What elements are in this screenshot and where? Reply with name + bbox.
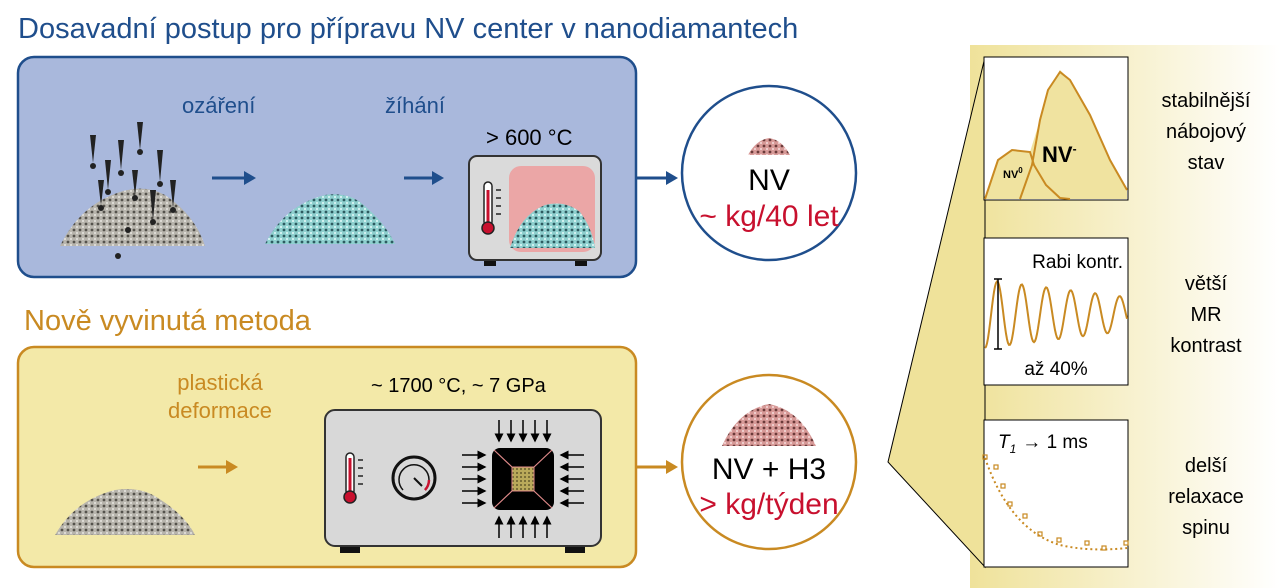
svg-text:T1→ 1 ms: T1→ 1 ms	[998, 432, 1088, 456]
benefit-3-line3: spinu	[1182, 517, 1230, 539]
thermometer-icon	[343, 452, 363, 504]
press-conditions: ~ 1700 °C, ~ 7 GPa	[371, 375, 547, 397]
rabi-label: Rabi kontr.	[1032, 252, 1123, 273]
old-result-circle	[680, 84, 858, 262]
pressure-gauge-icon	[391, 455, 437, 501]
rabi-contrast-panel: Rabi kontr. až 40%	[983, 237, 1129, 386]
irradiated-cyan-pile	[265, 194, 395, 244]
annealing-temperature: > 600 °C	[486, 125, 573, 150]
title-old: Dosavadní postup pro přípravu NV center …	[18, 13, 798, 45]
svg-text:NV0: NV0	[1003, 166, 1023, 181]
arrow-head-5	[666, 460, 678, 474]
benefit-3-line2: relaxace	[1168, 486, 1244, 508]
nv-diamond-pile-small	[748, 138, 790, 155]
benefit-1-line1: stabilnější	[1162, 90, 1251, 112]
svg-text:NV-: NV-	[1042, 142, 1077, 167]
benefit-2-line1: větší	[1185, 273, 1228, 295]
nv-zero-label: NV	[1003, 169, 1019, 181]
t1-value: → 1 ms	[1022, 432, 1087, 453]
arrow-head-1	[244, 171, 256, 185]
furnace	[468, 155, 602, 266]
arrow-head-3	[666, 171, 678, 185]
nv-diamond-pile-large	[722, 404, 816, 446]
title-new: Nově vyvinutá metoda	[24, 305, 312, 337]
benefit-2-line3: kontrast	[1170, 335, 1242, 357]
zoom-wedge	[887, 56, 986, 569]
step-deformation-line2: deformace	[168, 398, 272, 423]
irradiated-diamond-pile	[60, 122, 205, 259]
benefit-1-line2: nábojový	[1166, 121, 1246, 143]
benefit-2-line2: MR	[1190, 304, 1221, 326]
step-deformation-line1: plastická	[177, 370, 263, 395]
arrow-head-4	[226, 460, 238, 474]
t1-symbol: T	[998, 432, 1011, 453]
rabi-contrast-value: až 40%	[1024, 359, 1087, 380]
anvil-cell	[462, 420, 584, 538]
thermometer-icon	[481, 181, 501, 235]
old-result-label: NV	[748, 164, 790, 197]
arrow-head-2	[432, 171, 444, 185]
benefit-1-line3: stav	[1188, 152, 1225, 174]
charge-state-panel: NV- NV0	[983, 56, 1129, 201]
new-result-circle	[680, 373, 858, 551]
new-result-label: NV + H3	[712, 453, 826, 486]
old-result-rate: ~ kg/40 let	[699, 200, 839, 233]
raw-diamond-pile	[55, 489, 195, 535]
t1-relaxation-panel: T1→ 1 ms	[982, 419, 1129, 568]
new-result-rate: > kg/týden	[699, 488, 838, 521]
step-irradiation: ozáření	[182, 93, 255, 118]
step-annealing: žíhání	[385, 93, 445, 118]
nv-minus-label: NV	[1042, 142, 1073, 167]
benefit-3-line1: delší	[1185, 455, 1228, 477]
high-pressure-press	[324, 409, 602, 553]
